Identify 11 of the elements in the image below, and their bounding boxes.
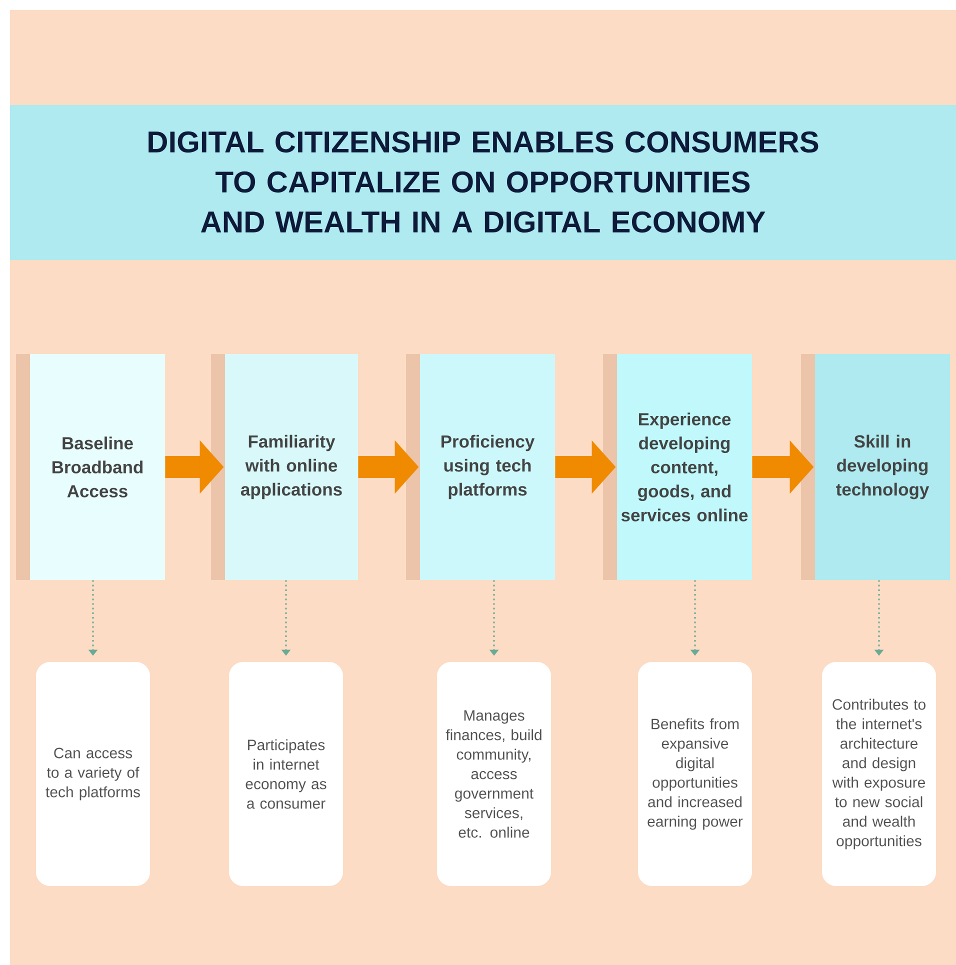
title-banner: DIGITAL CITIZENSHIP ENABLES CONSUMERS TO CAPITALIZE ON OPPORTUNITIES AND WEALTH IN A DIGITAL ECONOMY (10, 105, 956, 260)
stage-column: Familiarity with online applications (225, 354, 358, 580)
description-card: Can access to a variety of tech platforms (36, 662, 150, 886)
stage-column: Experience developing content, goods, and services online (617, 354, 752, 580)
description-card: Benefits from expansive digital opportunities and increased earning power (638, 662, 752, 886)
description-card: Contributes to the internet's architecture and design with exposure to new social and wealth opportunities (822, 662, 936, 886)
stage-column: Proficiency using tech platforms (420, 354, 555, 580)
stage-column: Baseline Broadband Access (30, 354, 165, 580)
description-card: Manages finances, build community, access government services, etc. online (437, 662, 551, 886)
description-card: Participates in internet economy as a consumer (229, 662, 343, 886)
stage-column: Skill in developing technology (815, 354, 950, 580)
